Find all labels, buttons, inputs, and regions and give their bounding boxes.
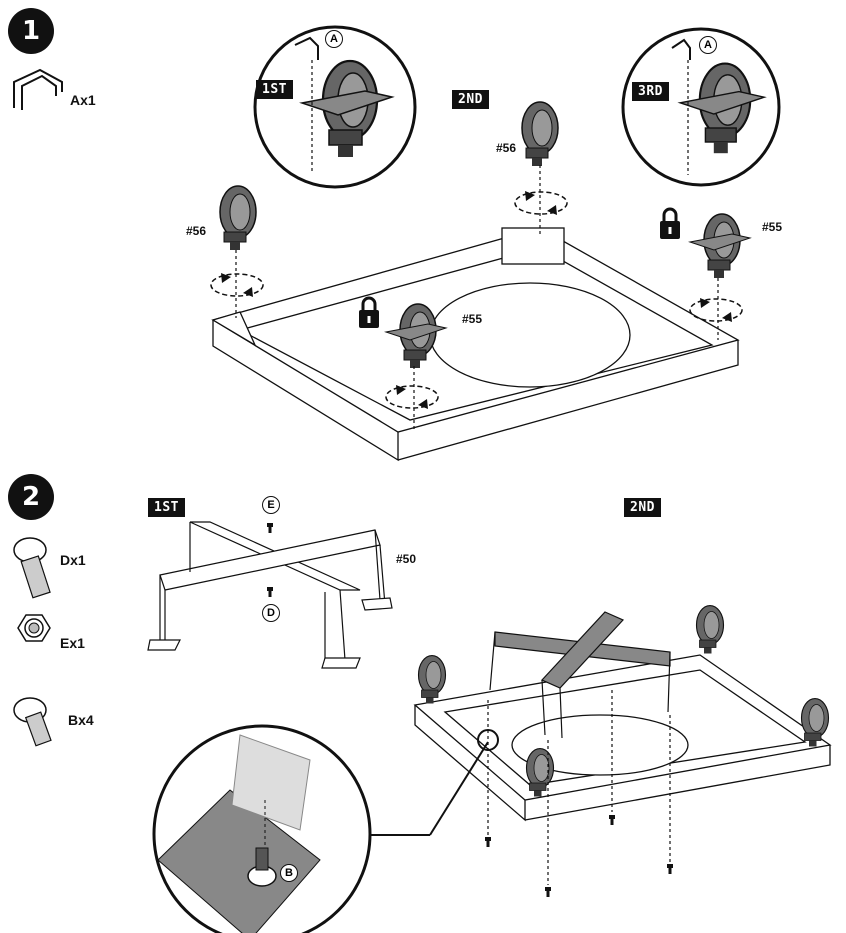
step-number-badge: 1 [8, 8, 54, 54]
callout-letter: D [262, 604, 280, 622]
order-tag: 2ND [624, 498, 661, 517]
part-count-label: Dx1 [60, 552, 86, 568]
callout-letter: B [280, 864, 298, 882]
order-tag: 3RD [632, 82, 669, 101]
callout-letter: A [325, 30, 343, 48]
bolt-icon [13, 697, 52, 747]
bracket-wire-icon [13, 68, 63, 110]
part-count-label: Ax1 [70, 92, 96, 108]
part-count-label: Ex1 [60, 635, 85, 651]
step2-guide-lines [487, 690, 671, 885]
order-tag: 2ND [452, 90, 489, 109]
part-reference: #55 [462, 312, 483, 326]
step1-detail-circle-1st [253, 25, 417, 189]
callout-letter: A [699, 36, 717, 54]
step1-guide-lines [235, 165, 719, 430]
part-count-label: Bx4 [68, 712, 94, 728]
part-reference: #56 [186, 224, 207, 238]
order-tag: 1ST [148, 498, 185, 517]
step1-detail-circle-3rd [621, 27, 781, 187]
step2-bracket-50 [147, 521, 393, 669]
part-reference: #55 [762, 220, 783, 234]
bolt-icon [13, 537, 51, 599]
screw-icon [485, 815, 673, 897]
step-number-badge: 2 [8, 474, 54, 520]
step2-frame [413, 654, 832, 822]
order-tag: 1ST [256, 80, 293, 99]
part-reference: #56 [496, 141, 517, 155]
step1-base-frame [211, 227, 740, 462]
callout-letter: E [262, 496, 280, 514]
part-reference: #50 [396, 552, 417, 566]
step2-bracket-mounted [489, 611, 671, 739]
step2-detail-circle [152, 724, 499, 933]
nut-icon [17, 614, 51, 642]
